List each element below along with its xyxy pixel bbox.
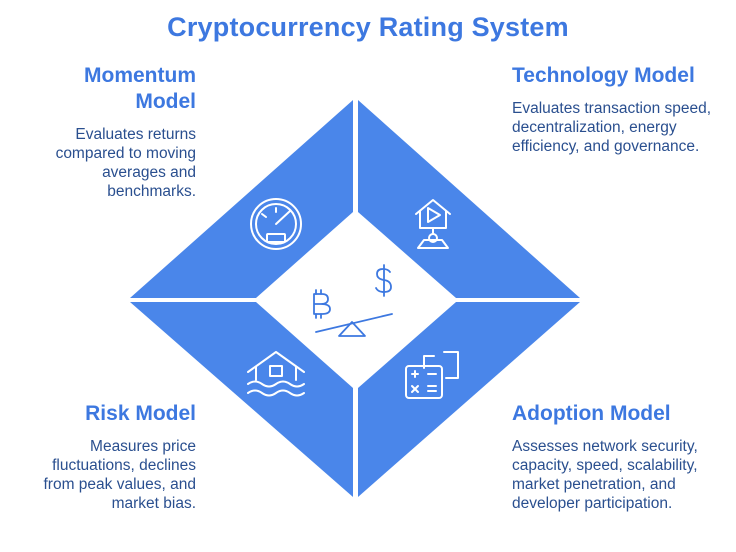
gauge-icon xyxy=(250,198,302,250)
calculator-icon xyxy=(405,351,459,399)
adoption-model-block: Adoption Model Assesses network security… xyxy=(512,401,722,513)
adoption-model-heading: Adoption Model xyxy=(512,402,671,425)
risk-model-block: Risk Model Measures price fluctuations, … xyxy=(20,401,196,513)
risk-model-heading: Risk Model xyxy=(85,402,196,425)
technology-model-heading: Technology Model xyxy=(512,64,695,87)
risk-model-description: Measures price fluctuations, declines fr… xyxy=(43,438,196,512)
momentum-model-block: Momentum Model Evaluates returns compare… xyxy=(20,63,196,201)
quadrant-top-left xyxy=(130,100,353,298)
quadrant-bottom-right xyxy=(358,302,580,497)
house-play-icon xyxy=(415,199,451,249)
technology-model-description: Evaluates transaction speed, decentraliz… xyxy=(512,100,712,155)
quadrant-top-right xyxy=(358,100,580,298)
diamond-quadrants xyxy=(130,100,580,497)
bitcoin-dollar-scale-icon xyxy=(313,264,393,337)
momentum-model-heading: Momentum Model xyxy=(84,64,196,113)
quadrant-bottom-left xyxy=(130,302,353,497)
adoption-model-description: Assesses network security, capacity, spe… xyxy=(512,438,698,512)
flooded-house-icon xyxy=(247,351,305,397)
page-title: Cryptocurrency Rating System xyxy=(167,12,569,42)
technology-model-block: Technology Model Evaluates transaction s… xyxy=(512,63,722,156)
momentum-model-description: Evaluates returns compared to moving ave… xyxy=(55,126,196,200)
